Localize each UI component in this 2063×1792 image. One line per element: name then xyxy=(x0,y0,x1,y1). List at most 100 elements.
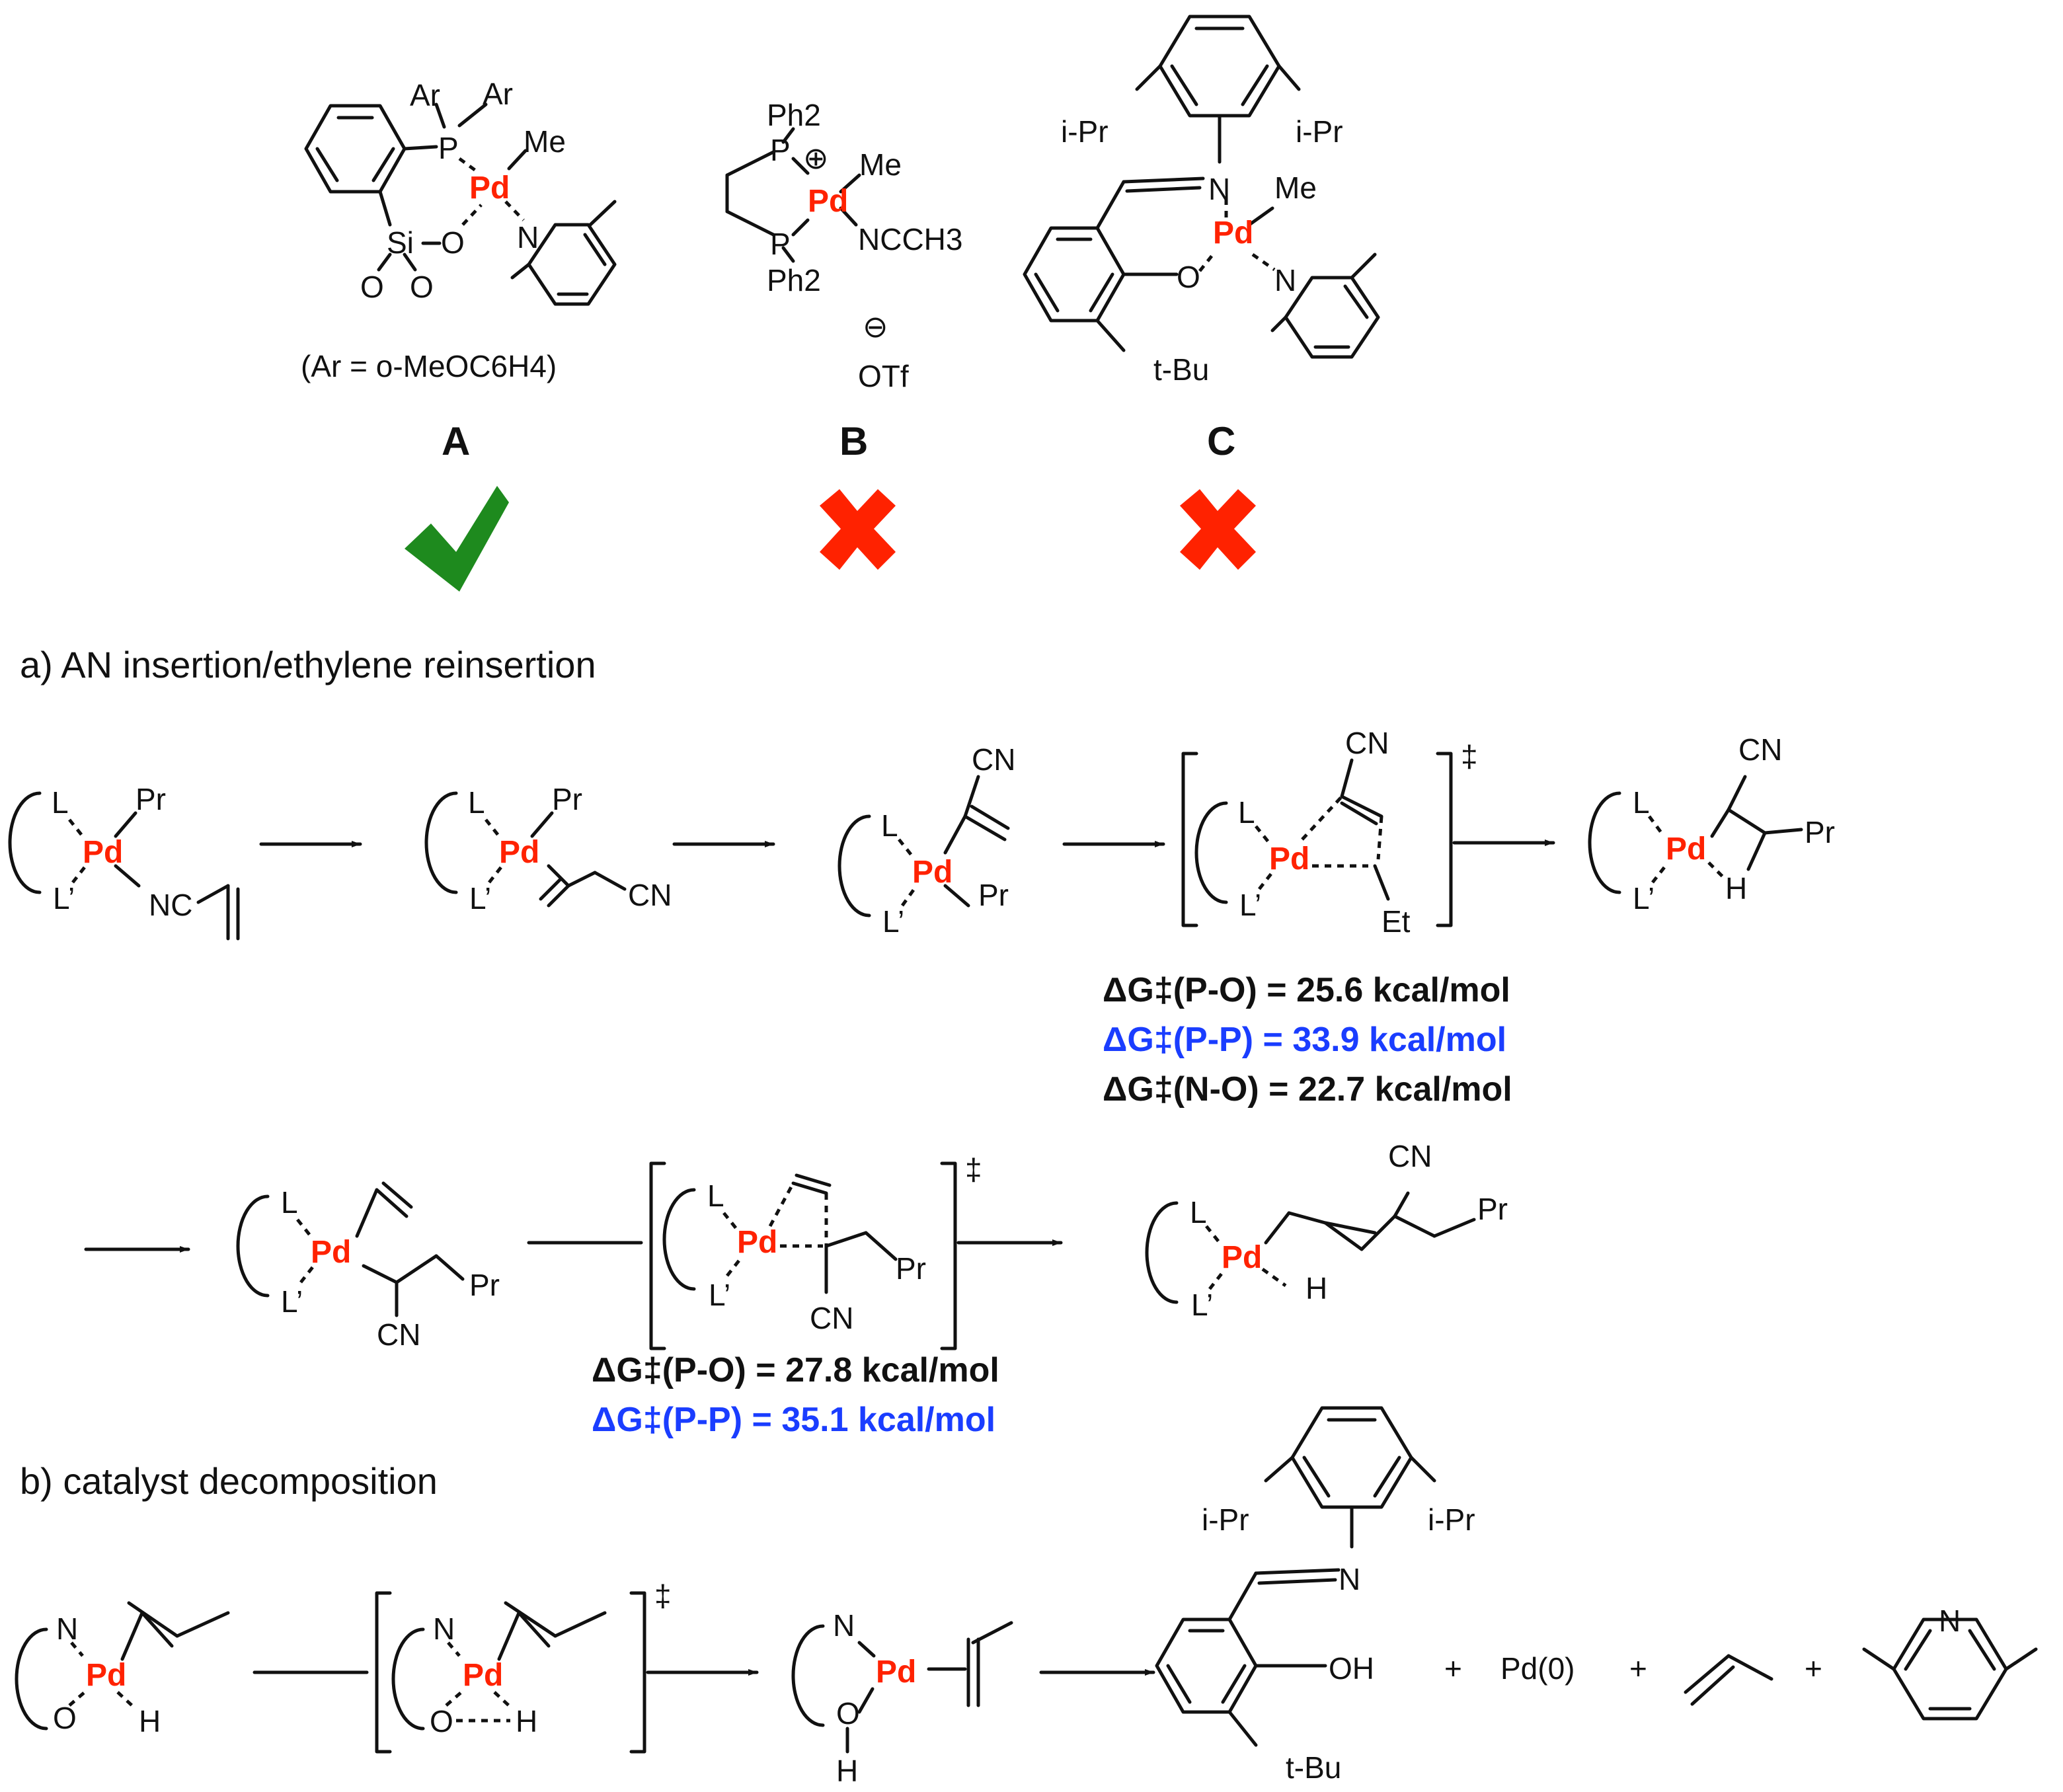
barrier-ts1-po: ΔG‡(P-O) = 25.6 kcal/mol xyxy=(1103,971,1510,1009)
ts1-double-dagger: ‡ xyxy=(1461,739,1478,773)
palladium-black: Pd(0) xyxy=(1500,1651,1575,1686)
catalyst-c-label: C xyxy=(1207,419,1235,463)
s8-propyl: Pr xyxy=(1477,1192,1508,1226)
fl-tbu: t-Bu xyxy=(1286,1750,1341,1785)
b-phosphorus-1: P xyxy=(770,133,791,167)
s1-nitrile-nc: NC xyxy=(149,888,192,922)
species-b3-structure xyxy=(791,1621,1013,1754)
ts1-nitrile: CN xyxy=(1345,726,1389,760)
c-methyl: Me xyxy=(1274,171,1317,205)
ts2-ligand-l: L xyxy=(707,1179,724,1213)
s5-palladium: Pd xyxy=(1666,832,1706,867)
barrier-ts1-pp: ΔG‡(P-P) = 33.9 kcal/mol xyxy=(1103,1021,1506,1059)
b-cation-charge: ⊕ xyxy=(803,141,829,175)
a-ar-left: Ar xyxy=(410,78,440,112)
s8-ligand-l: L xyxy=(1190,1195,1207,1229)
a-pyridine-n: N xyxy=(517,220,539,254)
section-b-title: b) catalyst decomposition xyxy=(20,1460,438,1502)
b-ph2-top: Ph2 xyxy=(767,98,821,132)
ts2-structure xyxy=(649,1161,957,1350)
s6-palladium: Pd xyxy=(311,1235,351,1270)
ts2-double-dagger: ‡ xyxy=(965,1152,982,1187)
a-phosphorus: P xyxy=(438,131,459,165)
c-palladium: Pd xyxy=(1213,215,1253,251)
species-2-structure xyxy=(424,791,627,908)
s3-nitrile: CN xyxy=(972,742,1015,777)
free-ligand-structure xyxy=(1155,1406,1436,1747)
fl-hydroxyl: OH xyxy=(1329,1651,1374,1686)
propene-structure xyxy=(1684,1654,1773,1706)
ts1-ligand-l: L xyxy=(1238,795,1255,830)
cross-icon xyxy=(1180,489,1256,570)
a-oxygen: O xyxy=(441,225,465,260)
catalyst-b-structure xyxy=(725,127,861,263)
b3-oxygen: O xyxy=(836,1696,860,1731)
s2-ligand-lp: L’ xyxy=(469,881,491,915)
a-ar-right: Ar xyxy=(483,77,513,111)
barrier-ts1-no: ΔG‡(N-O) = 22.7 kcal/mol xyxy=(1103,1070,1512,1109)
s5-ligand-lp: L’ xyxy=(1633,881,1654,915)
b-triflate: OTf xyxy=(858,359,909,393)
c-tbu: t-Bu xyxy=(1153,352,1209,387)
s2-palladium: Pd xyxy=(499,835,539,870)
species-5-structure xyxy=(1588,775,1803,894)
b1-hydride: H xyxy=(139,1704,161,1738)
fl-imine-n: N xyxy=(1339,1562,1360,1596)
s1-ligand-l: L xyxy=(52,785,69,820)
species-8-structure xyxy=(1145,1191,1476,1304)
c-imine-n: N xyxy=(1208,172,1230,206)
ts3-structure xyxy=(375,1591,646,1754)
b1-palladium: Pd xyxy=(86,1658,126,1693)
fl-ipr-right: i-Pr xyxy=(1428,1502,1475,1537)
b-anion-charge: ⊖ xyxy=(863,309,888,344)
catalyst-b-label: B xyxy=(839,419,868,463)
a-palladium: Pd xyxy=(469,171,510,206)
lutidine-structure xyxy=(1862,1617,2038,1721)
s5-nitrile: CN xyxy=(1738,732,1782,767)
ts3-palladium: Pd xyxy=(463,1658,503,1693)
ts3-hydride: H xyxy=(516,1704,537,1738)
s5-ligand-l: L xyxy=(1633,785,1650,820)
check-icon xyxy=(405,486,509,592)
species-3-structure xyxy=(837,775,1010,917)
ts3-double-dagger: ‡ xyxy=(654,1578,672,1613)
s3-palladium: Pd xyxy=(912,855,953,890)
b-phosphorus-2: P xyxy=(770,227,791,261)
a-ar-definition: (Ar = o-MeOC6H4) xyxy=(301,349,557,383)
s3-ligand-lp: L’ xyxy=(882,904,904,939)
ts2-ligand-lp: L’ xyxy=(709,1278,730,1312)
s6-ligand-l: L xyxy=(281,1185,298,1220)
species-6-structure xyxy=(236,1181,465,1317)
c-ipr-left: i-Pr xyxy=(1061,114,1109,149)
lutidine-nitrogen: N xyxy=(1939,1604,1961,1638)
s1-ligand-lp: L’ xyxy=(53,881,75,915)
b1-oxygen: O xyxy=(53,1701,77,1735)
ts1-structure xyxy=(1181,752,1453,927)
fl-ipr-left: i-Pr xyxy=(1202,1502,1249,1537)
barrier-ts2-pp: ΔG‡(P-P) = 35.1 kcal/mol xyxy=(592,1401,995,1439)
s6-ligand-lp: L’ xyxy=(281,1284,303,1319)
s3-propyl: Pr xyxy=(978,878,1009,912)
b-ph2-bottom: Ph2 xyxy=(767,263,821,297)
b3-nitrogen: N xyxy=(833,1608,855,1643)
s5-propyl: Pr xyxy=(1805,815,1835,849)
b-palladium: Pd xyxy=(808,184,848,219)
s2-nitrile: CN xyxy=(628,878,672,912)
s2-propyl: Pr xyxy=(552,782,582,816)
b3-hydroxyl-h: H xyxy=(836,1754,858,1788)
b-methyl: Me xyxy=(859,147,902,182)
ts3-nitrogen: N xyxy=(433,1612,455,1646)
section-a-title: a) AN insertion/ethylene reinsertion xyxy=(20,644,596,685)
b3-palladium: Pd xyxy=(876,1655,916,1690)
ts2-propyl: Pr xyxy=(896,1251,926,1286)
b-acetonitrile: NCCH3 xyxy=(858,222,962,256)
cross-icon xyxy=(820,489,896,570)
s2-ligand-l: L xyxy=(468,785,485,820)
s8-hydride: H xyxy=(1305,1271,1327,1305)
a-silicon: Si xyxy=(387,225,414,260)
s1-propyl: Pr xyxy=(136,782,166,816)
s5-hydride: H xyxy=(1725,871,1747,906)
s8-palladium: Pd xyxy=(1222,1240,1262,1275)
plus-1: + xyxy=(1444,1651,1462,1686)
